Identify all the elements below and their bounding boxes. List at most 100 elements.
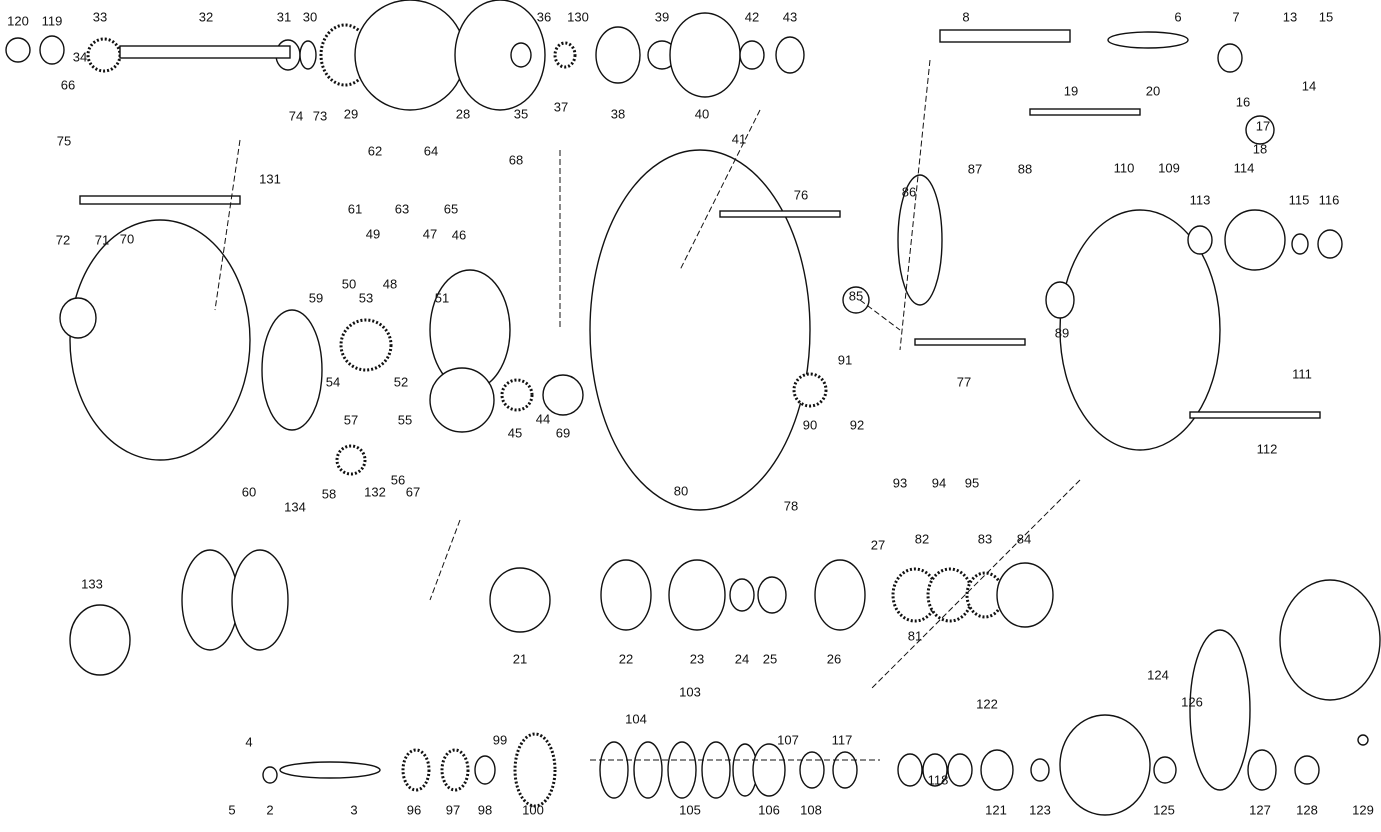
part-label-51: 51 (435, 290, 449, 305)
part-label-112: 112 (1257, 441, 1278, 456)
part-label-92: 92 (850, 417, 864, 432)
part-label-107: 107 (777, 732, 799, 747)
bearing-43-part (775, 36, 805, 74)
part-label-56: 56 (391, 472, 405, 487)
part-label-69: 69 (556, 425, 570, 440)
part-label-21: 21 (513, 651, 527, 666)
part-label-40: 40 (695, 106, 709, 121)
part-label-119: 119 (42, 13, 63, 28)
part-label-124: 124 (1147, 667, 1169, 682)
gear-set-38-part (595, 26, 641, 84)
part-label-106: 106 (758, 802, 780, 817)
battery-b-part (231, 549, 289, 651)
side-plate-part (1059, 209, 1221, 451)
bearing-113-part (1187, 225, 1213, 255)
part-label-100: 100 (522, 802, 544, 817)
part-label-54: 54 (326, 374, 340, 389)
part-label-65: 65 (444, 201, 458, 216)
part-label-13: 13 (1283, 9, 1297, 24)
tube-6-part (1107, 31, 1189, 49)
main-frame-part (589, 149, 811, 511)
part-label-15: 15 (1319, 9, 1333, 24)
washer-98-part (474, 755, 496, 785)
cover-114-part (1224, 209, 1286, 271)
rod-76-part (719, 210, 841, 218)
plate-59-part (261, 309, 323, 431)
part-label-60: 60 (242, 484, 256, 499)
part-label-61: 61 (348, 201, 362, 216)
part-label-42: 42 (745, 9, 759, 24)
part-label-86: 86 (902, 184, 916, 199)
clutch-26-part (814, 559, 866, 631)
part-label-49: 49 (366, 226, 380, 241)
part-label-23: 23 (690, 651, 704, 666)
handle-knob-part (1279, 579, 1381, 701)
part-label-57: 57 (344, 412, 358, 427)
bearing-35-part (510, 42, 532, 68)
part-label-133: 133 (81, 576, 103, 591)
gear-57-part (335, 444, 367, 476)
part-label-4: 4 (245, 734, 252, 749)
washer-118b-part (922, 753, 948, 787)
part-label-81: 81 (908, 628, 922, 643)
part-label-127: 127 (1249, 802, 1271, 817)
part-label-95: 95 (965, 475, 979, 490)
part-label-84: 84 (1017, 531, 1031, 546)
part-label-93: 93 (893, 475, 907, 490)
part-label-16: 16 (1236, 94, 1250, 109)
gear-25-part (757, 576, 787, 614)
part-label-7: 7 (1232, 9, 1239, 24)
part-label-73: 73 (313, 108, 327, 123)
part-label-58: 58 (322, 486, 336, 501)
gear-96-part (401, 748, 431, 792)
part-label-118: 118 (928, 772, 949, 787)
washer-118c-part (947, 753, 973, 787)
star-drag-part (1059, 714, 1151, 816)
assembly-line (214, 139, 241, 311)
gear-37-part (553, 41, 577, 69)
pinion-gear-part (86, 37, 122, 73)
part-label-115: 115 (1289, 192, 1310, 207)
bearing-85-part (842, 286, 870, 314)
part-label-125: 125 (1153, 802, 1175, 817)
part-label-109: 109 (1158, 160, 1180, 175)
part-label-24: 24 (735, 651, 749, 666)
washer-part (299, 40, 317, 70)
part-label-80: 80 (674, 483, 688, 498)
assembly-line (899, 59, 931, 351)
part-label-19: 19 (1064, 83, 1078, 98)
part-label-29: 29 (344, 106, 358, 121)
part-label-76: 76 (794, 187, 808, 202)
part-label-116: 116 (1319, 192, 1340, 207)
bolt-112-part (1189, 411, 1321, 419)
drag-washer-1-part (599, 741, 629, 799)
gear-89-part (1045, 281, 1075, 319)
part-label-35: 35 (514, 106, 528, 121)
worm-shaft-8-part (939, 29, 1071, 43)
part-label-97: 97 (446, 802, 460, 817)
part-label-98: 98 (478, 802, 492, 817)
part-label-43: 43 (783, 9, 797, 24)
part-label-67: 67 (406, 484, 420, 499)
part-label-14: 14 (1302, 78, 1316, 93)
shaft-32-part (119, 45, 291, 59)
washer-69-part (542, 374, 584, 416)
part-label-27: 27 (871, 537, 885, 552)
part-label-85: 85 (849, 288, 863, 303)
part-label-62: 62 (368, 143, 382, 158)
plate-45-part (429, 367, 495, 433)
washer-118a-part (897, 753, 923, 787)
part-label-122: 122 (976, 696, 998, 711)
handle-arm-part (1189, 629, 1251, 791)
drag-washer-4-part (701, 741, 731, 799)
ring-84-part (996, 562, 1054, 628)
gear-97-part (440, 748, 470, 792)
o-ring-part (739, 40, 765, 70)
part-label-5: 5 (228, 802, 235, 817)
part-label-50: 50 (342, 276, 356, 291)
assembly-line (859, 299, 901, 331)
part-label-64: 64 (424, 143, 438, 158)
part-label-123: 123 (1029, 802, 1051, 817)
retainer-127-part (1247, 749, 1277, 791)
